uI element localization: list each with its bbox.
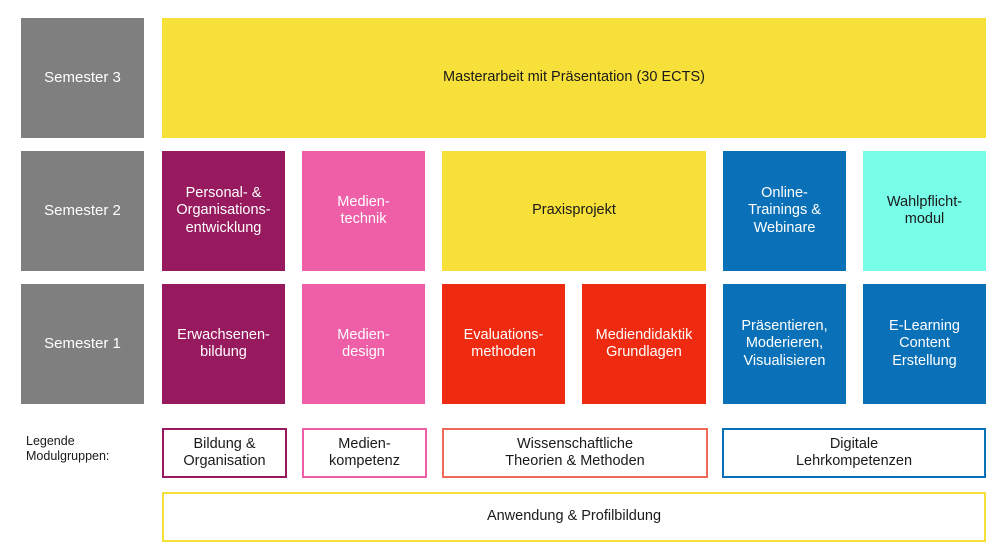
module-mediendidaktik-grundlagen: Mediendidaktik Grundlagen <box>582 284 706 404</box>
module-evaluationsmethoden: Evaluations- methoden <box>442 284 565 404</box>
module-personal-organisationsentwicklung: Personal- & Organisations- entwicklung <box>162 151 285 271</box>
legend-anwendung-profilbildung: Anwendung & Profilbildung <box>162 492 986 542</box>
module-medientechnik: Medien- technik <box>302 151 425 271</box>
semester-3-label: Semester 3 <box>21 18 144 138</box>
module-praesentieren-moderieren-visualisieren: Präsentieren, Moderieren, Visualisieren <box>723 284 846 404</box>
legend-wissenschaftliche-theorien-methoden: Wissenschaftliche Theorien & Methoden <box>442 428 708 478</box>
semester-2-label: Semester 2 <box>21 151 144 271</box>
module-praxisprojekt: Praxisprojekt <box>442 151 706 271</box>
module-erwachsenenbildung: Erwachsenen- bildung <box>162 284 285 404</box>
legend-bildung-organisation: Bildung & Organisation <box>162 428 287 478</box>
module-mediendesign: Medien- design <box>302 284 425 404</box>
module-masterarbeit: Masterarbeit mit Präsentation (30 ECTS) <box>162 18 986 138</box>
module-online-trainings-webinare: Online- Trainings & Webinare <box>723 151 846 271</box>
legend-medienkompetenz: Medien- kompetenz <box>302 428 427 478</box>
legend-digitale-lehrkompetenzen: Digitale Lehrkompetenzen <box>722 428 986 478</box>
semester-1-label: Semester 1 <box>21 284 144 404</box>
module-elearning-content-erstellung: E-Learning Content Erstellung <box>863 284 986 404</box>
module-wahlpflichtmodul: Wahlpflicht- modul <box>863 151 986 271</box>
legend-title: Legende Modulgruppen: <box>26 434 110 463</box>
